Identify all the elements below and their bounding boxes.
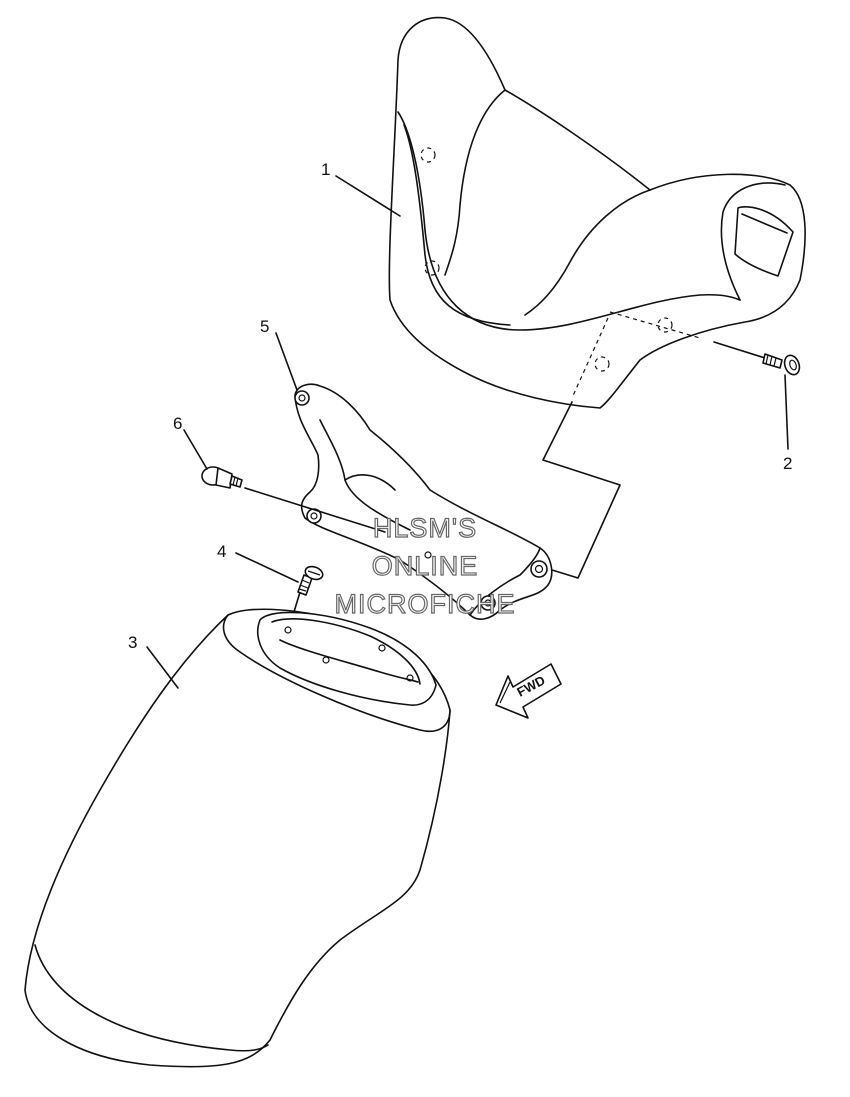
watermark-line-1: HLSM'S — [373, 513, 477, 543]
callout-3: 3 — [128, 633, 137, 652]
forward-direction-arrow: FWD — [495, 663, 562, 719]
callout-1: 1 — [321, 160, 330, 179]
bracket-part[interactable] — [294, 383, 553, 620]
screw-part-2[interactable] — [713, 341, 802, 377]
callout-5: 5 — [260, 317, 269, 336]
cover-part[interactable] — [24, 608, 451, 1068]
callout-2: 2 — [783, 454, 792, 473]
callout-6: 6 — [173, 414, 182, 433]
bolt-part-6[interactable] — [201, 466, 386, 533]
watermark-line-3: MICROFICHE — [335, 589, 516, 619]
watermark-line-2: ONLINE — [372, 551, 479, 581]
seat-part[interactable] — [388, 16, 806, 409]
watermark: HLSM'S ONLINE MICROFICHE — [334, 512, 516, 619]
mounting-guide-line — [542, 401, 621, 579]
callout-4: 4 — [217, 542, 226, 561]
leader-lines — [146, 175, 789, 689]
